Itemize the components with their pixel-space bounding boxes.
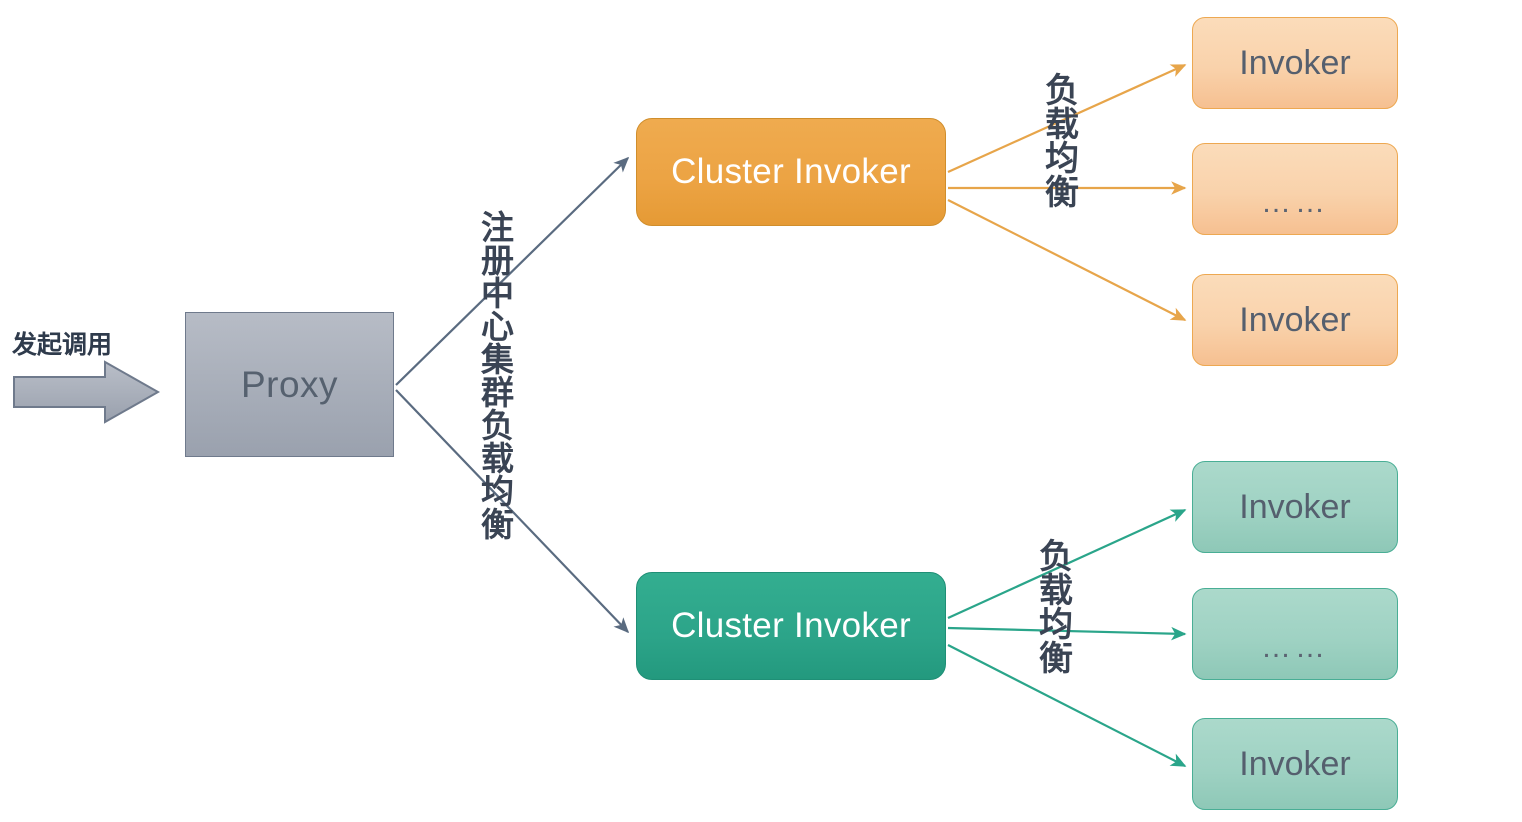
invoker-green-2[interactable]: …… <box>1192 588 1398 680</box>
cluster-invoker-green-label: Cluster Invoker <box>671 606 911 645</box>
invoker-green-3[interactable]: Invoker <box>1192 718 1398 810</box>
call-label: 发起调用 <box>12 331 113 359</box>
proxy-node[interactable]: Proxy <box>185 312 394 457</box>
invoker-green-3-label: Invoker <box>1239 744 1351 783</box>
load-balance-label-bottom: 负载均衡 <box>1033 538 1072 674</box>
proxy-label: Proxy <box>240 363 339 405</box>
invoker-orange-1[interactable]: Invoker <box>1192 17 1398 109</box>
cluster-invoker-green[interactable]: Cluster Invoker <box>636 572 946 680</box>
cluster-invoker-orange-label: Cluster Invoker <box>671 152 911 191</box>
block-arrow-right-icon <box>13 360 161 424</box>
registry-cluster-label: 注册中心集群负载均衡 <box>476 210 514 540</box>
invoker-orange-3[interactable]: Invoker <box>1192 274 1398 366</box>
invoker-orange-1-label: Invoker <box>1239 43 1351 82</box>
edge-cluster-orange-to-invoker-3 <box>947 199 1187 321</box>
invoker-orange-2[interactable]: …… <box>1192 143 1398 235</box>
invoker-green-2-label: …… <box>1261 631 1329 664</box>
load-balance-label-top: 负载均衡 <box>1039 72 1078 208</box>
invoker-orange-2-label: …… <box>1261 186 1329 219</box>
cluster-invoker-orange[interactable]: Cluster Invoker <box>636 118 946 226</box>
invoker-green-1[interactable]: Invoker <box>1192 461 1398 553</box>
invoker-green-1-label: Invoker <box>1239 487 1351 526</box>
invoker-orange-3-label: Invoker <box>1239 300 1351 339</box>
